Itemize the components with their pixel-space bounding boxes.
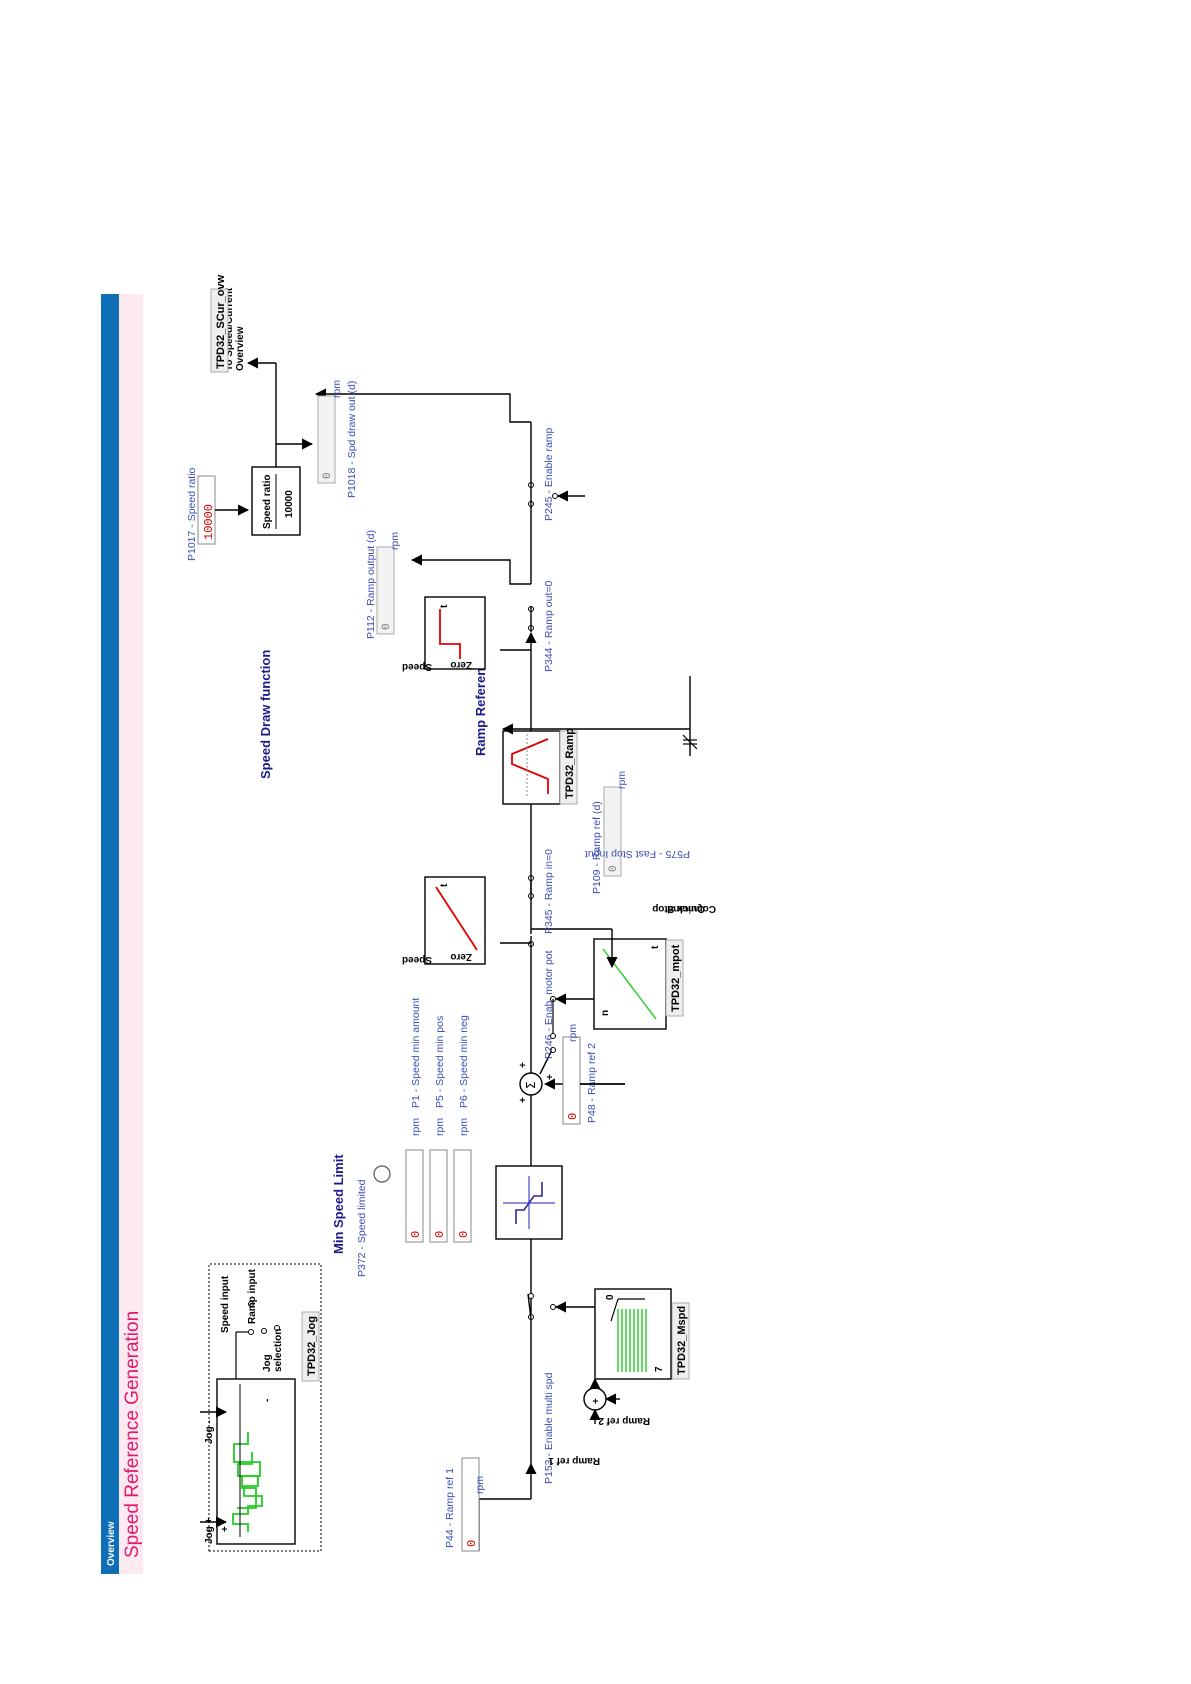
ramp-ref2-value[interactable]: 0 xyxy=(566,1113,580,1120)
speed-min-amount-label: P1 - Speed min amount xyxy=(410,998,422,1108)
quick-stop: P575 - Fast Stop Input Quick Stop Comman… xyxy=(501,676,716,914)
ramp-in-graph-x: t xyxy=(439,883,450,887)
speed-min-amount-unit: rpm xyxy=(410,1118,422,1136)
ramp-ref2-label: P48 - Ramp ref 2 xyxy=(586,1043,598,1123)
fast-stop-input-label: P575 - Fast Stop Input xyxy=(585,848,690,860)
ramp-out-graph-y: Speed xyxy=(402,661,432,672)
jog-selection-label-2: selection xyxy=(273,1329,284,1372)
min-speed-title: Min Speed Limit xyxy=(331,1154,346,1254)
multi-speed-num-7: 7 xyxy=(654,1366,665,1372)
ramp-output-display: P112 - Ramp output (d) 0 rpm xyxy=(365,530,401,639)
title-band: Speed Reference Generation xyxy=(119,294,143,1574)
jog-tag[interactable]: TPD32_Jog xyxy=(306,1316,318,1376)
jog-selection-label-1: Jog xyxy=(262,1354,273,1372)
motor-pot: P246 - Enab. motor pot n t TPD32_mpot xyxy=(528,936,684,1059)
to-overview-tag[interactable]: TPD32_SCur_ovw xyxy=(215,274,227,369)
ramp-ref1-field[interactable]: P44 - Ramp ref 1 0 rpm xyxy=(444,1457,486,1552)
ramp-in-graph-y: Speed xyxy=(402,954,432,965)
speed-min-pos-label: P5 - Speed min pos xyxy=(434,1016,446,1108)
jog-block: + - Jog + Jog - Speed input Ramp input J… xyxy=(200,1263,322,1552)
ramp-ref2-unit: rpm xyxy=(567,1024,579,1042)
spd-draw-out-label: P1018 - Spd draw out (d) xyxy=(346,381,358,498)
ramp-ref-display-label: P109 - Ramp ref (d) xyxy=(591,801,603,894)
ramp-reference-block: Ramp Reference TPD32_Ramp xyxy=(473,653,578,805)
multispd-ramp-ref2-label: Ramp ref 2 xyxy=(598,1415,650,1426)
ramp-output-value: 0 xyxy=(381,623,393,630)
page-title: Speed Reference Generation xyxy=(122,1311,143,1558)
speed-min-amount-value[interactable]: 0 xyxy=(409,1231,423,1238)
jog-plus-label: Jog + xyxy=(204,1517,215,1544)
ramp-ref1-label: P44 - Ramp ref 1 xyxy=(444,1468,456,1548)
ramp-output-unit: rpm xyxy=(389,532,401,550)
jog-plus-sign: + xyxy=(220,1526,231,1532)
multi-speed-enable-label: P153 - Enable multi spd xyxy=(543,1372,555,1484)
overview-nav-label[interactable]: Overview xyxy=(106,1521,117,1566)
small-summer-plus: + xyxy=(591,1398,602,1404)
multi-speed-block: 0 7 TPD32_Mspd xyxy=(594,1288,690,1380)
ramp-out-zero-label: Zero xyxy=(450,659,472,670)
ramp-output-label: P112 - Ramp output (d) xyxy=(365,530,377,639)
summer-plus-3: + xyxy=(545,1074,556,1080)
spd-draw-out-unit: rpm xyxy=(331,380,343,398)
ramp-ref1-unit: rpm xyxy=(474,1476,486,1494)
motor-pot-tag[interactable]: TPD32_mpot xyxy=(670,944,682,1012)
ramp-ref-display-value: 0 xyxy=(608,865,620,872)
multi-speed-num-0: 0 xyxy=(605,1294,616,1300)
overview-bar[interactable]: Overview xyxy=(101,294,119,1574)
ramp-ref2-field[interactable]: 0 rpm P48 - Ramp ref 2 xyxy=(562,1024,625,1125)
speed-ratio-block-value: 10000 xyxy=(284,490,295,518)
quick-stop-line-2: Command xyxy=(667,903,716,914)
ramp-in-zero-label: Zero xyxy=(450,951,472,962)
jog-minus-label: Jog - xyxy=(204,1420,215,1444)
speed-min-neg-label: P6 - Speed min neg xyxy=(458,1015,470,1108)
speed-min-pos-unit: rpm xyxy=(434,1118,446,1136)
ramp-reference-tag[interactable]: TPD32_Ramp xyxy=(564,728,576,799)
speed-limited-label: P372 - Speed limited xyxy=(356,1179,368,1277)
speed-draw-title: Speed Draw function xyxy=(258,650,273,779)
speed-draw: Speed Draw function P245 - Enable ramp P… xyxy=(186,274,585,779)
ramp-in-zero: Speed t Zero P345 - Ramp in=0 xyxy=(402,849,555,965)
jog-speed-input-label: Speed input xyxy=(220,1275,231,1333)
to-overview-line-2: Overview xyxy=(235,326,246,371)
ramp-out-zero-param: P344 - Ramp out=0 xyxy=(543,580,555,672)
ramp-out-zero: Speed t Zero P344 - Ramp out=0 xyxy=(402,580,555,672)
ramp-ref-display-unit: rpm xyxy=(616,771,628,789)
summer-plus-2: + xyxy=(518,1062,529,1068)
jog-minus-sign: - xyxy=(262,1399,273,1402)
jog-ramp-input-label: Ramp input xyxy=(247,1268,258,1324)
speed-min-neg-value[interactable]: 0 xyxy=(457,1231,471,1238)
speed-ratio-block-label: Speed ratio xyxy=(262,475,273,529)
speed-min-neg-unit: rpm xyxy=(458,1118,470,1136)
spd-draw-out-value: 0 xyxy=(322,472,334,479)
ramp-in-zero-param: P345 - Ramp in=0 xyxy=(543,849,555,934)
speed-limited-indicator xyxy=(373,1165,391,1183)
speed-ratio-label: P1017 - Speed ratio xyxy=(186,467,198,561)
enable-ramp-label: P245 - Enable ramp xyxy=(543,427,555,521)
min-speed-limit: Min Speed Limit P372 - Speed limited 0 r… xyxy=(331,998,563,1277)
ramp-out-graph-x: t xyxy=(439,604,450,608)
multispd-ramp-ref1-label: Ramp ref 1 xyxy=(548,1455,600,1466)
to-overview-line-1: To Speed/Current xyxy=(224,287,235,371)
summer-plus-1: + xyxy=(518,1097,529,1103)
ramp-reference-title: Ramp Reference xyxy=(473,653,488,756)
sigma-symbol: Σ xyxy=(524,1081,538,1089)
ramp-ref-display: P109 - Ramp ref (d) 0 rpm xyxy=(591,771,628,894)
speed-ratio-value[interactable]: 10000 xyxy=(202,504,216,540)
ramp-ref-summer-small: + Ramp ref 1 Ramp ref 2 xyxy=(548,1377,650,1466)
multi-speed-tag[interactable]: TPD32_Mspd xyxy=(676,1306,688,1375)
motor-pot-enable-label: P246 - Enab. motor pot xyxy=(543,950,555,1059)
speed-min-pos-value[interactable]: 0 xyxy=(433,1231,447,1238)
ramp-ref1-value[interactable]: 0 xyxy=(465,1540,479,1547)
motor-pot-axis-t: t xyxy=(650,945,661,949)
quick-stop-line-1: Quick Stop xyxy=(652,903,705,914)
motor-pot-axis-n: n xyxy=(600,1010,611,1016)
